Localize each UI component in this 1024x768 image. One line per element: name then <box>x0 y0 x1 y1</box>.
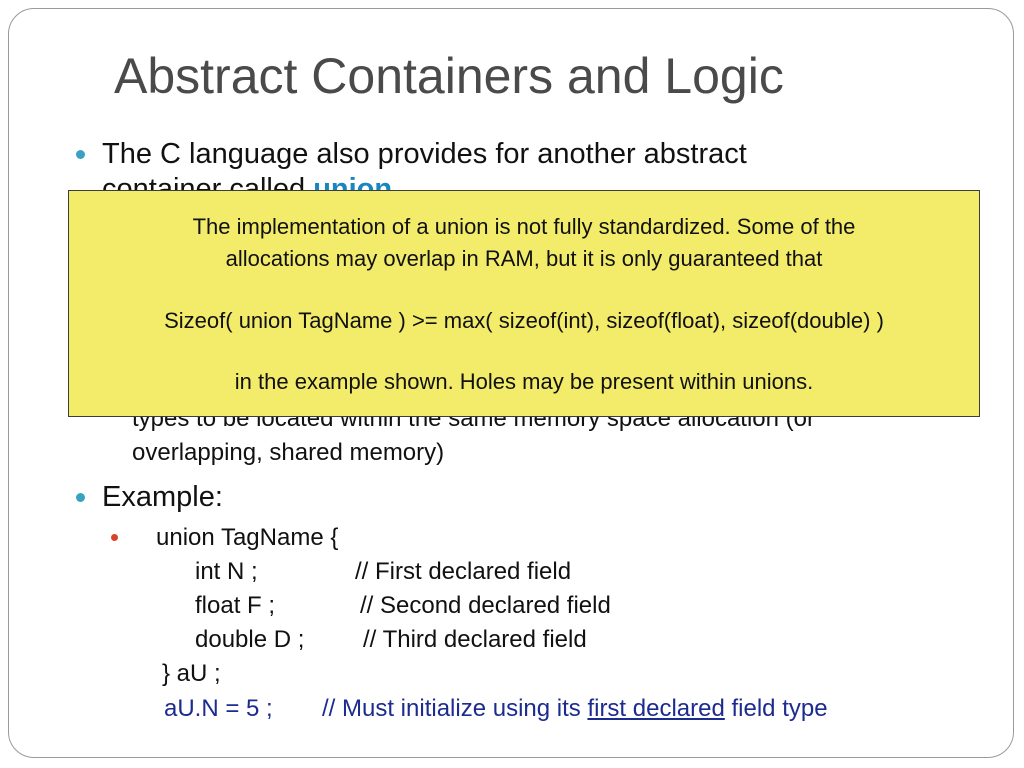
code-line-4-code: double D ; <box>195 626 305 653</box>
code-line-5: } aU ; <box>162 660 221 687</box>
slide-frame <box>8 8 1014 758</box>
note-line-4: in the example shown. Holes may be prese… <box>234 369 814 394</box>
code-line-6-comment-start: // Must initialize using its <box>322 695 588 722</box>
code-line-3-code: float F ; <box>195 592 276 619</box>
callout-note: The implementation of a union is not ful… <box>68 190 980 417</box>
code-line-3-comment: // Second declared field <box>360 592 611 619</box>
code-line-2-code: int N ; <box>195 558 258 585</box>
slide-title: Abstract Containers and Logic <box>114 48 784 104</box>
code-line-6-comment: // Must initialize using its first decla… <box>322 692 828 726</box>
bullet-dot-icon <box>76 150 85 159</box>
note-line-2: allocations may overlap in RAM, but it i… <box>225 246 823 271</box>
code-line-1: union TagName { <box>156 524 339 551</box>
code-line-2-comment: // First declared field <box>355 558 572 585</box>
note-line-1: The implementation of a union is not ful… <box>192 214 856 239</box>
code-line-6-code: aU.N = 5 ; <box>164 695 273 722</box>
first-declared-emphasis: first declared <box>587 695 725 722</box>
code-line-6-comment-end: field type <box>724 695 828 722</box>
bullet-1-line-2-end: . <box>392 173 401 205</box>
sub-bullet-line-2: overlapping, shared memory) <box>132 439 445 466</box>
sub-bullet-dot-icon <box>111 534 118 541</box>
note-line-3: Sizeof( union TagName ) >= max( sizeof(i… <box>164 308 884 333</box>
example-heading: Example: <box>102 481 223 513</box>
code-line-4-comment: // Third declared field <box>363 626 587 653</box>
bullet-1-line-1: The C language also provides for another… <box>102 138 747 170</box>
bullet-dot-icon <box>76 493 85 502</box>
